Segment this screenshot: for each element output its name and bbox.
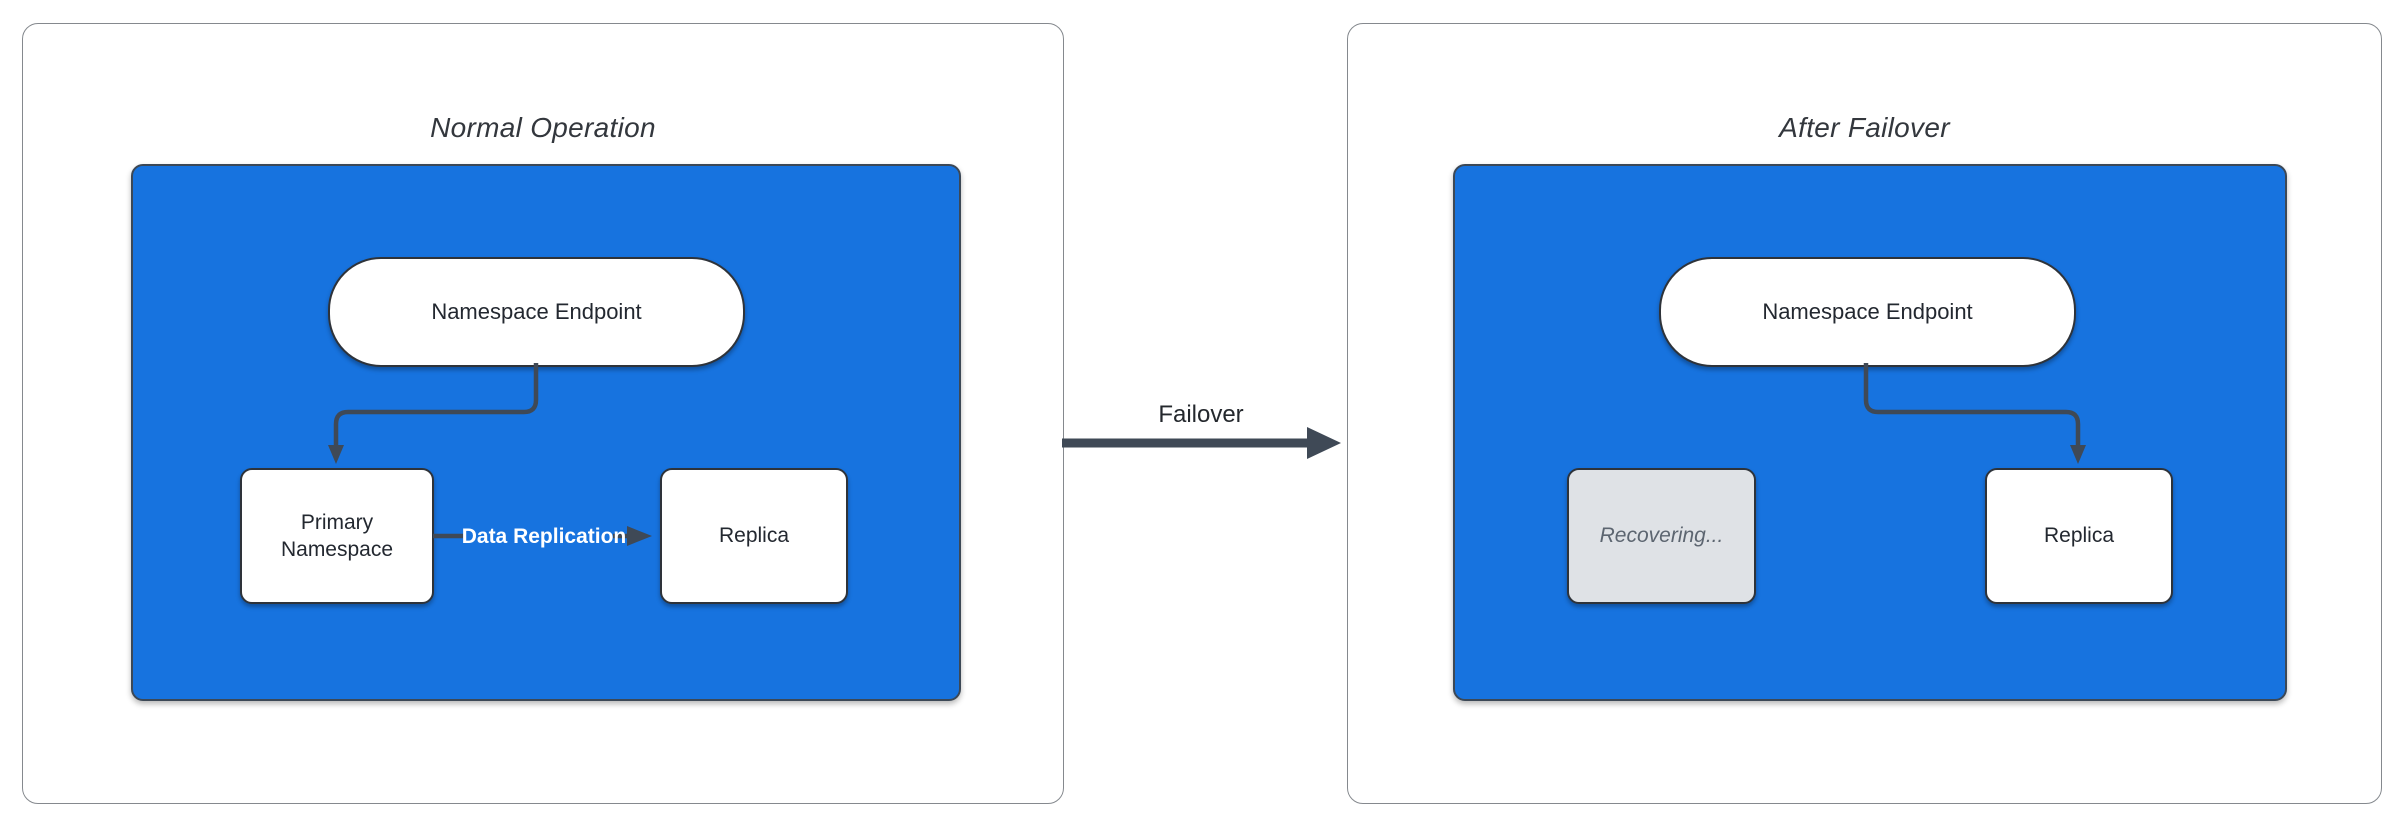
node-label: Replica bbox=[2043, 524, 2115, 548]
namespace-endpoint-node: Namespace Endpoint bbox=[1659, 257, 2076, 367]
replica-node: Replica bbox=[1985, 468, 2173, 604]
cluster-namespace-left bbox=[131, 164, 961, 701]
node-label: Replica bbox=[718, 524, 790, 548]
namespace-endpoint-node: Namespace Endpoint bbox=[328, 257, 745, 367]
primary-namespace-node: Primary Namespace bbox=[240, 468, 434, 604]
node-label: Primary Namespace bbox=[280, 510, 394, 561]
failover-arrowhead-icon bbox=[1307, 427, 1341, 459]
panel-title: After Failover bbox=[1779, 112, 1950, 143]
panel-normal-operation: Normal Operation Namespace Endpoint Prim… bbox=[22, 23, 1064, 804]
panel-title: Normal Operation bbox=[430, 112, 656, 143]
cluster-namespace-right bbox=[1453, 164, 2287, 701]
replica-node: Replica bbox=[660, 468, 848, 604]
panel-after-failover: After Failover Namespace Endpoint Recove… bbox=[1347, 23, 2382, 804]
node-label: Namespace Endpoint bbox=[1762, 298, 1973, 324]
node-label: Namespace Endpoint bbox=[431, 298, 642, 324]
edge-label-data-replication: Data Replication bbox=[461, 525, 627, 548]
failover-edge-label: Failover bbox=[1158, 401, 1244, 428]
node-label: Recovering... bbox=[1599, 524, 1724, 548]
recovering-node: Recovering... bbox=[1567, 468, 1756, 604]
